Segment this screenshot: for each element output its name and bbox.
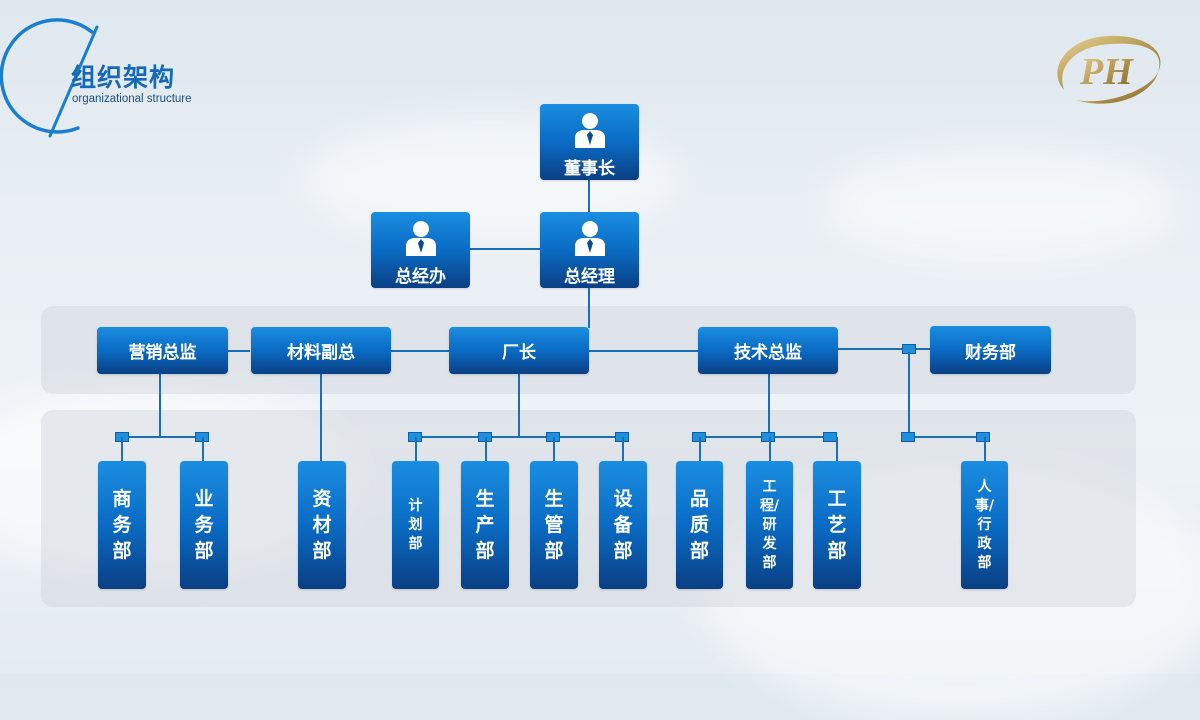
dept-label-char: 行 bbox=[977, 516, 992, 533]
logo-text: PH bbox=[1079, 51, 1134, 93]
dept-label-char: 部 bbox=[827, 540, 847, 562]
dept-label-char: 品 bbox=[689, 488, 709, 510]
finance-dept-box: 财务部 bbox=[930, 326, 1051, 374]
dept-box: 资材部 bbox=[298, 461, 346, 589]
dept-label-char: 设 bbox=[613, 488, 633, 510]
chairman-box: 董事长 bbox=[540, 104, 639, 180]
technical-director-box: 技术总监 bbox=[698, 327, 838, 374]
dept-box: 设备部 bbox=[599, 461, 647, 589]
page-subtitle: organizational structure bbox=[72, 93, 192, 105]
dept-label-char: 材 bbox=[312, 514, 332, 536]
dept-label-char: 部 bbox=[194, 540, 214, 562]
dept-box: 工艺部 bbox=[813, 461, 861, 589]
dept-label-char: 业 bbox=[194, 488, 214, 510]
dept-label-char: 备 bbox=[613, 514, 633, 536]
general-office-box: 总经办 bbox=[371, 212, 470, 288]
dept-label-char: 务 bbox=[112, 514, 132, 536]
general-manager-box: 总经理 bbox=[540, 212, 639, 288]
dept-box: 工程/研发部 bbox=[746, 461, 793, 589]
dept-label-char: 工 bbox=[762, 478, 777, 495]
dept-label-char: 部 bbox=[408, 535, 423, 552]
dept-label-char: 艺 bbox=[827, 514, 847, 536]
dept-label-char: 部 bbox=[762, 554, 777, 571]
dept-label-char: 事/ bbox=[974, 497, 995, 514]
person-icon bbox=[574, 221, 605, 256]
dept-label-char: 划 bbox=[408, 516, 423, 533]
person-icon bbox=[405, 221, 436, 256]
dept-label-char: 商 bbox=[112, 488, 132, 510]
dept-label-char: 程/ bbox=[759, 497, 780, 514]
dept-box: 人事/行政部 bbox=[961, 461, 1008, 589]
dept-label-char: 资 bbox=[312, 488, 332, 510]
dept-label-char: 部 bbox=[475, 540, 495, 562]
dept-label-char: 计 bbox=[408, 497, 423, 514]
dept-label-char: 研 bbox=[762, 516, 777, 533]
page-title: 组织架构 bbox=[71, 63, 176, 92]
dept-label-char: 管 bbox=[544, 514, 564, 536]
box-label: 董事长 bbox=[564, 159, 615, 179]
dept-label-char: 质 bbox=[689, 514, 709, 536]
dept-label-char: 人 bbox=[977, 478, 992, 495]
dept-box: 计划部 bbox=[392, 461, 439, 589]
dept-label-char: 务 bbox=[194, 514, 214, 536]
dept-label-char: 部 bbox=[689, 540, 709, 562]
box-label: 总经办 bbox=[395, 267, 446, 287]
dept-label-char: 部 bbox=[544, 540, 564, 562]
dept-label-char: 政 bbox=[977, 535, 992, 552]
header-ring-icon bbox=[0, 18, 99, 138]
person-icon bbox=[574, 113, 605, 148]
dept-label-char: 工 bbox=[827, 488, 847, 510]
dept-label-char: 部 bbox=[977, 554, 992, 571]
plant-manager-box: 厂长 bbox=[449, 327, 589, 374]
dept-box: 业务部 bbox=[180, 461, 228, 589]
marketing-director-box: 营销总监 bbox=[97, 327, 228, 374]
dept-label-char: 产 bbox=[475, 514, 495, 536]
box-label: 总经理 bbox=[564, 267, 615, 287]
dept-label-char: 部 bbox=[112, 540, 132, 562]
dept-label-char: 生 bbox=[544, 488, 564, 510]
dept-box: 商务部 bbox=[98, 461, 146, 589]
dept-label-char: 生 bbox=[475, 488, 495, 510]
dept-label-char: 发 bbox=[762, 535, 777, 552]
dept-box: 生管部 bbox=[530, 461, 578, 589]
dept-box: 品质部 bbox=[676, 461, 723, 589]
dept-label-char: 部 bbox=[312, 540, 332, 562]
dept-label-char: 部 bbox=[613, 540, 633, 562]
dept-box: 生产部 bbox=[461, 461, 509, 589]
materials-vp-box: 材料副总 bbox=[251, 327, 391, 374]
company-logo: PH bbox=[1057, 35, 1161, 104]
